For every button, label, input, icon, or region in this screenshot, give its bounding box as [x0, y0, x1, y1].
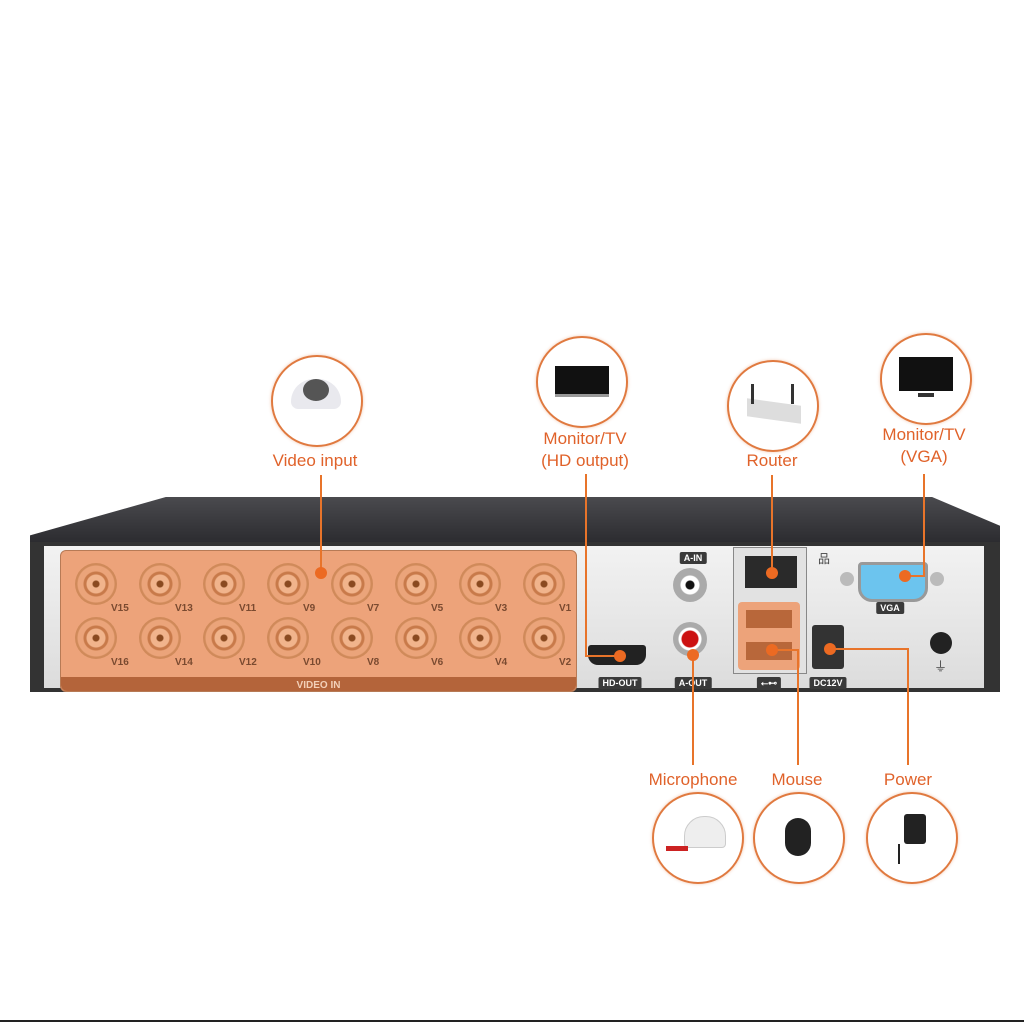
monitor-vga-line2: (VGA)	[900, 447, 948, 466]
a-in-label: A-IN	[679, 552, 707, 564]
vga-port[interactable]	[858, 562, 928, 602]
monitor-hd-line2: (HD output)	[541, 451, 629, 470]
router-icon	[727, 360, 819, 452]
channel-label: V13	[175, 603, 193, 614]
channel-label: V4	[495, 657, 508, 668]
bnc-port-v10[interactable]	[267, 617, 309, 659]
bnc-port-v8[interactable]	[331, 617, 373, 659]
vga-label: VGA	[876, 602, 904, 614]
ground-icon: ⏚	[934, 659, 948, 674]
channel-label: V7	[367, 603, 380, 614]
ground-screw	[930, 632, 952, 654]
router-connector	[771, 475, 773, 573]
bnc-port-v11[interactable]	[203, 563, 245, 605]
bnc-port-v3[interactable]	[459, 563, 501, 605]
channel-label: V16	[111, 657, 129, 668]
monitor-vga-line1: Monitor/TV	[882, 425, 966, 444]
power-label: Power	[883, 770, 933, 789]
power-adapter-icon	[866, 792, 958, 884]
channel-label: V9	[303, 603, 316, 614]
channel-label: V6	[431, 657, 444, 668]
channel-label: V11	[239, 603, 257, 614]
microphone-icon	[652, 792, 744, 884]
monitor-vga-label: Monitor/TV (VGA)	[882, 424, 965, 468]
audio-in-port[interactable]	[673, 568, 707, 602]
bnc-port-v2[interactable]	[523, 617, 565, 659]
video-in-label: VIDEO IN	[296, 680, 341, 691]
hd-connector	[585, 474, 587, 656]
mic-connector	[692, 655, 694, 765]
channel-label: V15	[111, 603, 129, 614]
hd-out-label: HD-OUT	[598, 677, 642, 689]
dc12v-label: DC12V	[809, 677, 847, 689]
network-icon: 品	[818, 552, 831, 566]
mouse-connector-h	[772, 649, 798, 651]
channel-label: V10	[303, 657, 321, 668]
power-connector-h	[830, 648, 909, 650]
mouse-icon	[753, 792, 845, 884]
bnc-port-v15[interactable]	[75, 563, 117, 605]
microphone-label: Microphone	[648, 770, 738, 789]
hd-dot	[614, 650, 626, 662]
dome-camera-icon	[271, 355, 363, 447]
router-label: Router	[746, 451, 798, 470]
bnc-port-v14[interactable]	[139, 617, 181, 659]
dvr-top-cover	[30, 497, 1000, 545]
usb-label: ⭠⊷	[756, 677, 782, 690]
mic-dot	[687, 649, 699, 661]
bnc-port-v1[interactable]	[523, 563, 565, 605]
bnc-port-v9[interactable]	[267, 563, 309, 605]
vga-connector	[923, 474, 925, 576]
channel-label: V1	[559, 603, 572, 614]
monitor-hd-label: Monitor/TV (HD output)	[541, 428, 629, 472]
video-connector	[320, 475, 322, 573]
channel-label: V5	[431, 603, 444, 614]
vga-dot	[899, 570, 911, 582]
channel-label: V2	[559, 657, 572, 668]
video-input-label: Video input	[272, 451, 358, 470]
vga-screw	[930, 572, 944, 586]
monitor-hd-icon	[536, 336, 628, 428]
power-dot	[824, 643, 836, 655]
power-connector	[907, 648, 909, 765]
channel-label: V12	[239, 657, 257, 668]
channel-label: V3	[495, 603, 508, 614]
usb-ports[interactable]	[738, 602, 800, 670]
vga-screw	[840, 572, 854, 586]
bottom-divider	[0, 1020, 1024, 1022]
bnc-port-v4[interactable]	[459, 617, 501, 659]
mouse-dot	[766, 644, 778, 656]
bnc-port-v7[interactable]	[331, 563, 373, 605]
bnc-port-v13[interactable]	[139, 563, 181, 605]
monitor-hd-line1: Monitor/TV	[543, 429, 627, 448]
hd-connector-h	[585, 655, 620, 657]
monitor-vga-icon	[880, 333, 972, 425]
bnc-port-v12[interactable]	[203, 617, 245, 659]
channel-label: V14	[175, 657, 193, 668]
bnc-port-v5[interactable]	[395, 563, 437, 605]
channel-label: V8	[367, 657, 380, 668]
vga-connector-h	[905, 575, 925, 577]
bnc-port-v16[interactable]	[75, 617, 117, 659]
bnc-port-v6[interactable]	[395, 617, 437, 659]
mouse-label: Mouse	[771, 770, 823, 789]
video-dot	[315, 567, 327, 579]
mouse-connector	[797, 649, 799, 765]
router-dot	[766, 567, 778, 579]
